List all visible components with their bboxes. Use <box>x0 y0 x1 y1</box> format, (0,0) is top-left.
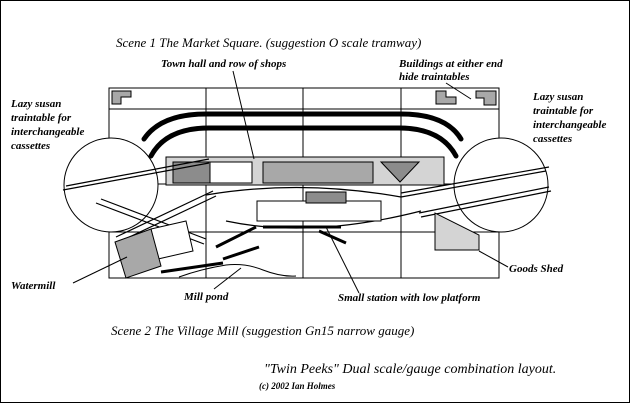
label-lazy-left-2: traintable for <box>11 112 72 124</box>
station-siding-join <box>318 229 347 245</box>
pointer-mill-pond <box>213 267 242 290</box>
track-diagonal-up-left-2 <box>115 190 214 238</box>
tramway-track-inner <box>148 125 459 159</box>
pointer-goods-shed <box>478 250 509 268</box>
label-town-hall: Town hall and row of shops <box>161 58 286 70</box>
pointer-small-station <box>325 226 360 294</box>
label-lazy-right-2: traintable for <box>533 105 594 117</box>
mill-siding-thick-2 <box>160 261 224 274</box>
label-small-station: Small station with low platform <box>338 292 481 304</box>
copyright-text: (c) 2002 Ian Holmes <box>259 381 336 391</box>
label-lazy-right-4: cassettes <box>533 133 572 145</box>
mill-siding-thick-3 <box>222 245 260 261</box>
label-lazy-left-4: cassettes <box>11 140 50 152</box>
pointer-buildings <box>445 82 472 100</box>
lazy-susan-turntable-right <box>453 137 549 233</box>
track-diagonal-up-left <box>120 195 217 242</box>
station-platform <box>256 200 382 222</box>
end-building-top-right-2 <box>475 90 497 106</box>
track-right-lower <box>418 186 550 214</box>
track-right-lower-2 <box>420 190 552 218</box>
label-goods-shed: Goods Shed <box>509 263 564 275</box>
track-left-upper-2 <box>62 162 210 191</box>
pointer-town-hall <box>232 70 255 160</box>
shop-building-2 <box>209 161 253 184</box>
lazy-susan-turntable-left <box>63 137 159 233</box>
town-hall-building <box>262 161 374 184</box>
label-buildings-line2: hide traintables <box>399 71 470 83</box>
track-left-upper <box>65 158 210 187</box>
label-lazy-left-1: Lazy susan <box>10 98 61 110</box>
goods-shed <box>434 212 480 251</box>
mill-siding-thick-1 <box>215 225 257 249</box>
shop-building-triangle <box>379 161 421 183</box>
tramway-track-outer <box>141 111 464 142</box>
label-mill-pond: Mill pond <box>183 291 229 303</box>
label-lazy-right-1: Lazy susan <box>532 91 583 103</box>
track-right-upper <box>400 170 547 198</box>
label-lazy-left-3: interchangeable <box>11 126 84 138</box>
mill-pond <box>178 264 297 278</box>
label-lazy-right-3: interchangeable <box>533 119 606 131</box>
scene1-title: Scene 1 The Market Square. (suggestion O… <box>116 35 421 50</box>
track-central-loop-upper <box>205 186 402 198</box>
pointer-watermill <box>72 256 128 284</box>
label-watermill: Watermill <box>11 280 56 292</box>
track-right-upper-2 <box>400 166 550 194</box>
scene2-title: Scene 2 The Village Mill (suggestion Gn1… <box>111 323 414 338</box>
watermill-wheelhouse <box>114 228 162 279</box>
station-building <box>305 191 347 204</box>
end-building-top-left <box>111 90 132 105</box>
end-building-top-right <box>435 90 457 105</box>
label-buildings-line1: Buildings at either end <box>398 58 503 70</box>
layout-title: "Twin Peeks" Dual scale/gauge combinatio… <box>264 362 556 377</box>
